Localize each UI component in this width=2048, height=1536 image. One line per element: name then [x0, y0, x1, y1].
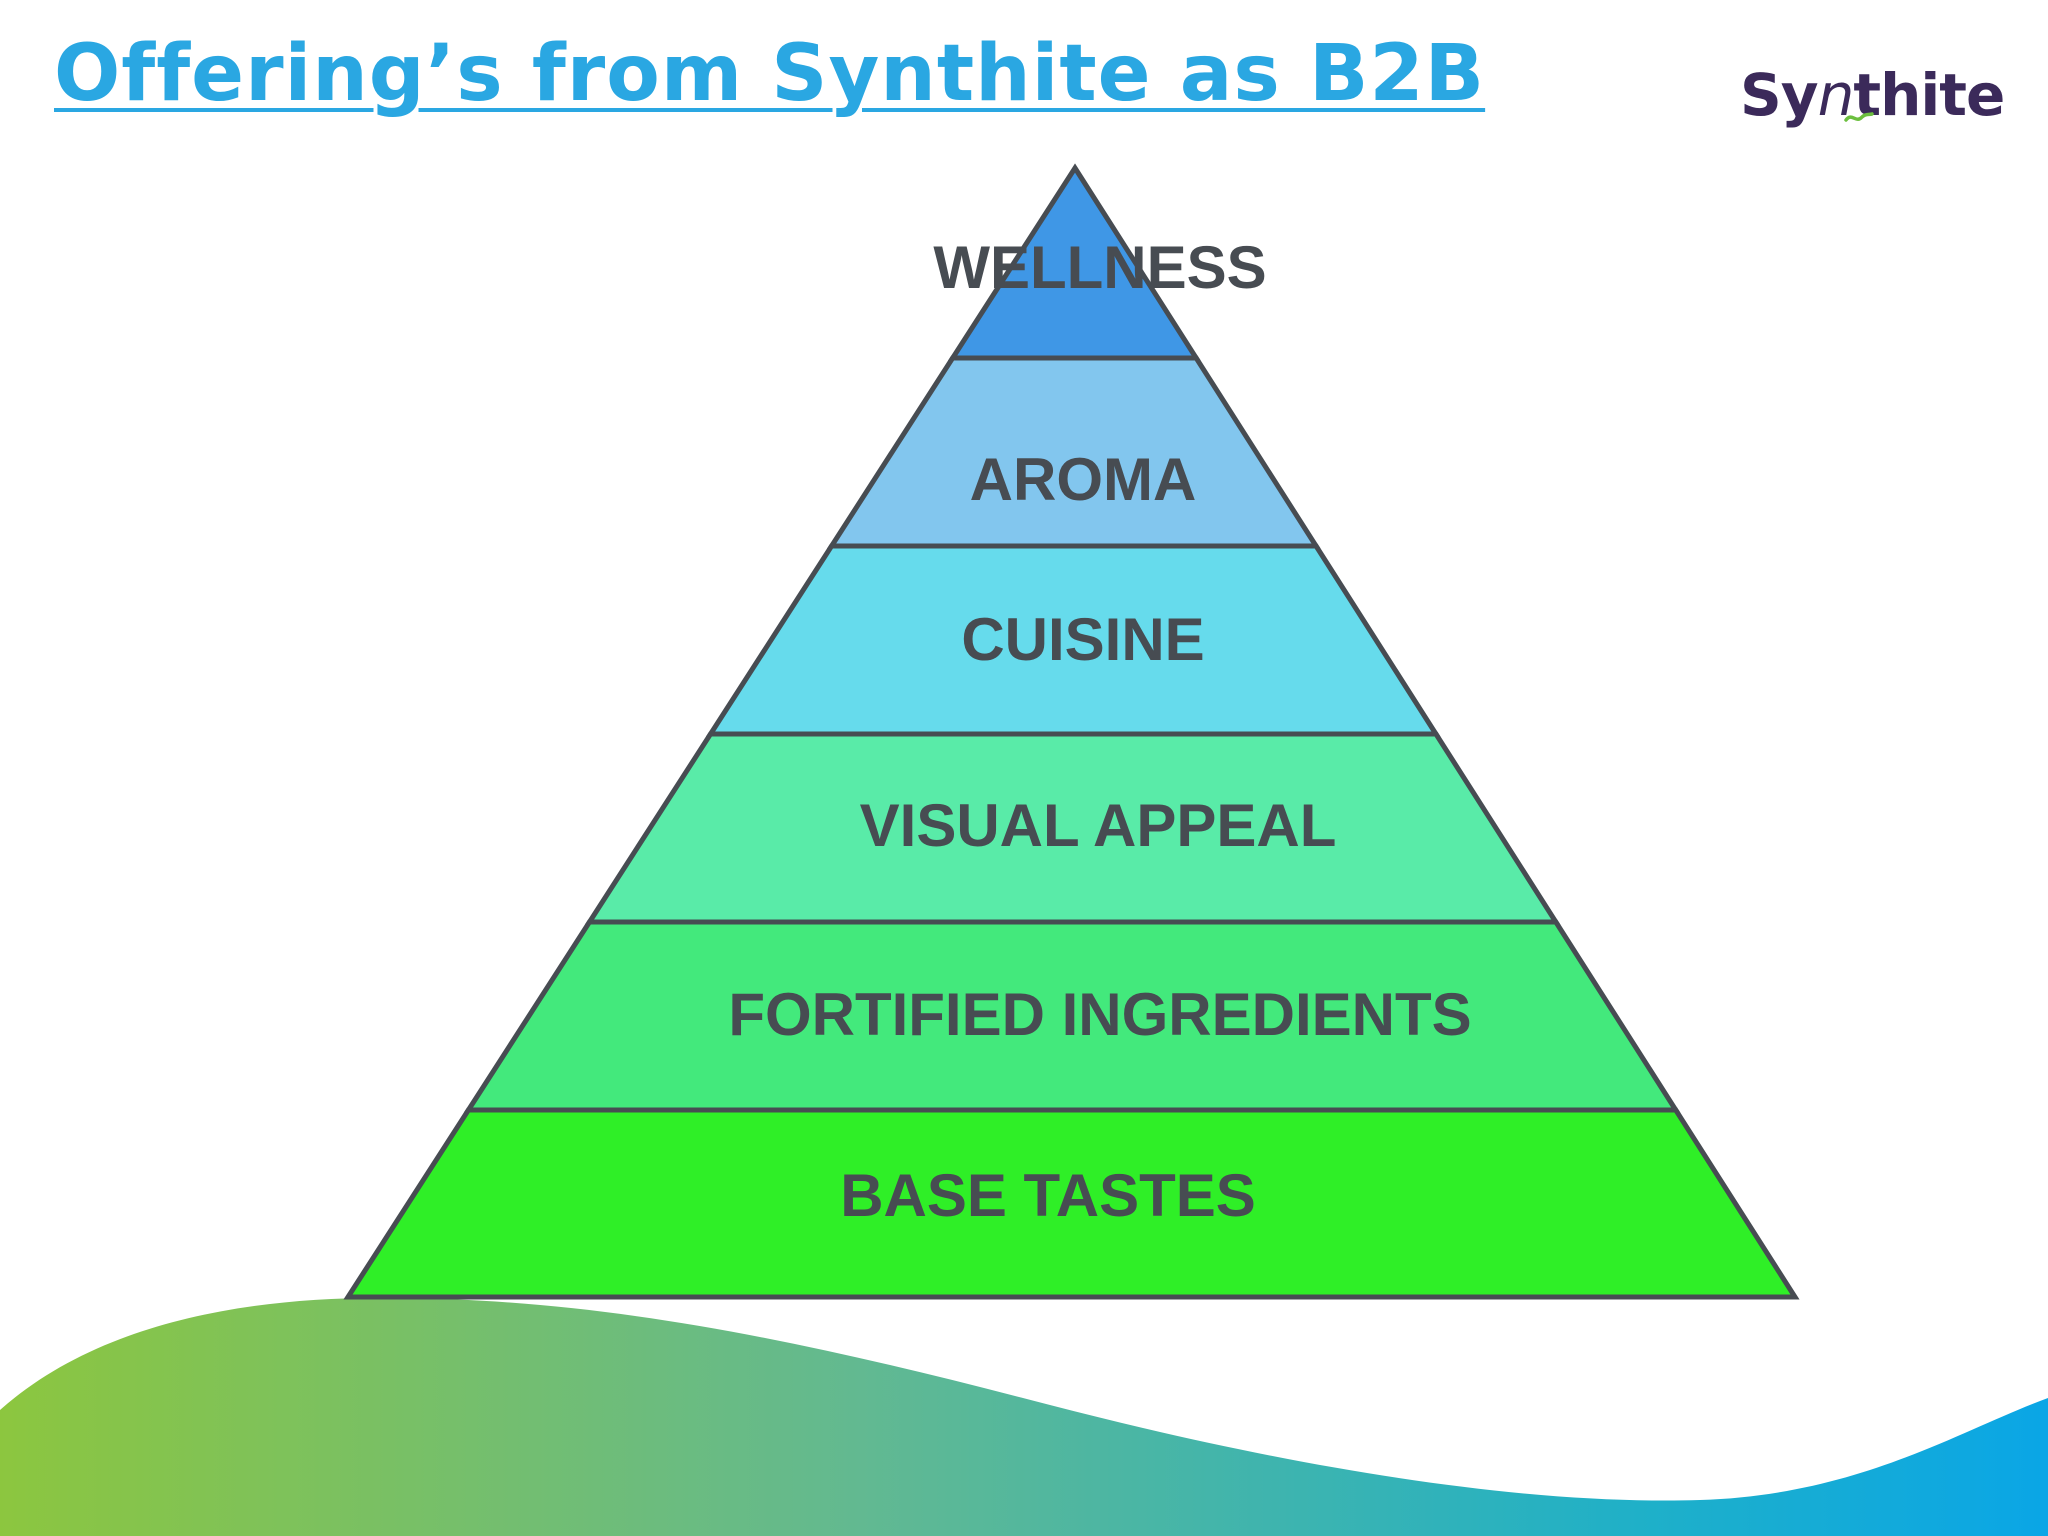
logo-squiggle-icon [1844, 112, 1874, 122]
pyramid-label-base-tastes: BASE TASTES [840, 1162, 1256, 1229]
pyramid-label-aroma: AROMA [970, 446, 1197, 513]
wave-shape [0, 1297, 2048, 1536]
pyramid-tier-base-tastes [343, 1107, 1800, 1300]
synthite-logo: Synthite [1740, 50, 2005, 140]
pyramid-label-fortified-ingredients: FORTIFIED INGREDIENTS [728, 981, 1471, 1048]
logo-text-end: thite [1853, 61, 2005, 129]
logo-text-start: Sy [1740, 61, 1819, 129]
pyramid-label-wellness: WELLNESS [933, 234, 1266, 301]
pyramid-label-cuisine: CUISINE [961, 606, 1204, 673]
slide-title: Offering’s from Synthite as B2B [54, 29, 1486, 119]
logo-wordmark: Synthite [1740, 50, 2005, 140]
pyramid-label-visual-appeal: VISUAL APPEAL [860, 792, 1337, 859]
